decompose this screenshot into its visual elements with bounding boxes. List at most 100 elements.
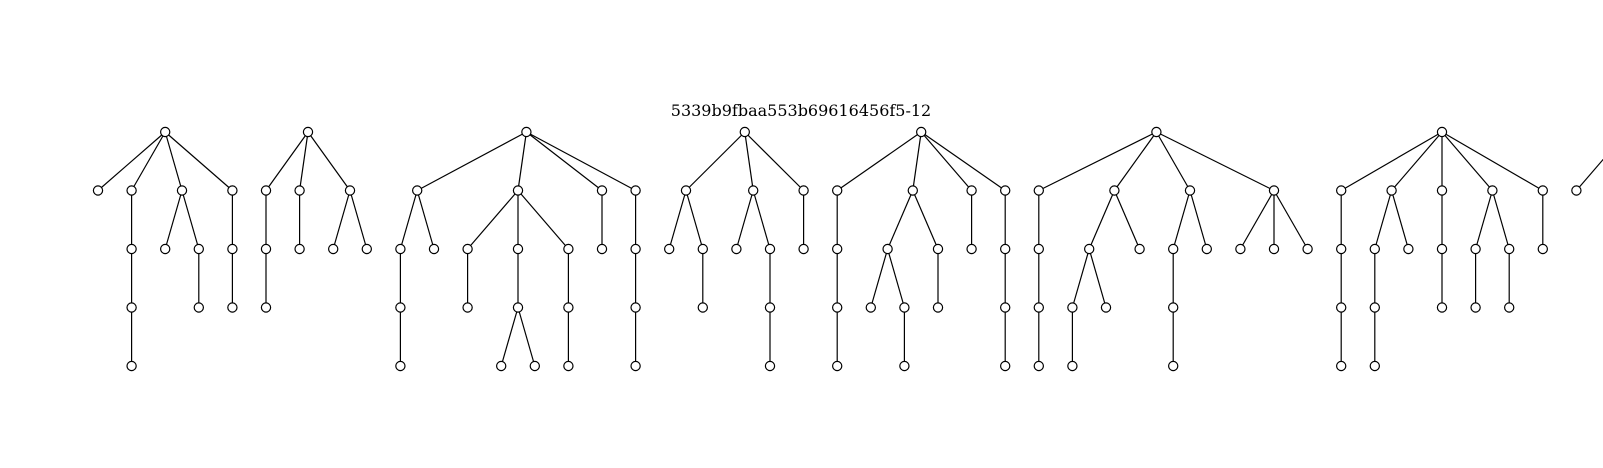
tree-edge: [1374, 190, 1393, 250]
tree-node: [260, 302, 272, 313]
tree-edge: [265, 131, 309, 191]
tree-node: [596, 185, 608, 196]
tree-node: [529, 360, 541, 372]
tree-node: [1000, 243, 1011, 255]
tree-edge: [526, 131, 636, 192]
diagram-title: 5339b9fbaa553b69616456f5-12: [671, 101, 931, 120]
tree-node: [630, 302, 641, 313]
tree-node: [1167, 302, 1179, 313]
tree-edge: [416, 131, 527, 192]
tree-node: [882, 243, 893, 255]
tree-node: [1436, 243, 1448, 255]
tree-node: [1235, 243, 1246, 255]
edges-layer: [97, 131, 1603, 367]
tree-edge: [920, 131, 973, 191]
tree-node: [1369, 360, 1381, 372]
tree-node: [1537, 185, 1549, 196]
tree-node: [1184, 185, 1196, 196]
tree-edge: [668, 190, 687, 250]
tree-edge: [1575, 158, 1603, 191]
tree-node: [966, 243, 977, 255]
tree-node: [1033, 185, 1045, 196]
tree-edge: [1273, 190, 1309, 250]
tree-node: [832, 243, 843, 255]
tree-node: [1470, 302, 1481, 313]
tree-edge: [416, 190, 435, 250]
nodes-layer: [92, 126, 1582, 372]
tree-edge: [517, 131, 527, 191]
tree-node: [1503, 302, 1515, 313]
tree-edge: [1239, 190, 1275, 250]
tree-edge: [1491, 190, 1510, 250]
tree-edge: [1156, 131, 1275, 192]
tree-node: [1369, 243, 1381, 255]
tree-root-node: [1436, 126, 1448, 138]
tree-edge: [1391, 190, 1409, 250]
tree-node: [899, 302, 910, 313]
tree-node: [1369, 302, 1381, 313]
tree-node: [932, 302, 944, 313]
tree-root-node: [159, 126, 171, 138]
tree-node: [294, 243, 305, 255]
tree-node: [1000, 185, 1011, 196]
tree-node: [462, 302, 473, 313]
tree-edge: [97, 131, 166, 191]
tree-edge: [307, 131, 351, 191]
tree-node: [227, 302, 238, 313]
tree-node: [462, 243, 473, 255]
tree-node: [1134, 243, 1145, 255]
tree-node: [1000, 360, 1011, 372]
tree-node: [1033, 360, 1045, 372]
tree-node: [126, 185, 137, 196]
tree-node: [832, 185, 843, 196]
tree-node: [1067, 302, 1078, 313]
tree-node: [1487, 185, 1498, 196]
tree-node: [1302, 243, 1313, 255]
tree-node: [1386, 185, 1397, 196]
tree-node: [1033, 302, 1045, 313]
tree-node: [1436, 185, 1448, 196]
tree-edge: [517, 307, 536, 367]
tree-edge: [1038, 131, 1157, 192]
tree-node: [1083, 243, 1095, 255]
tree-node: [680, 185, 692, 196]
tree-node: [932, 243, 944, 255]
tree-edge: [164, 190, 183, 250]
tree-node: [344, 185, 356, 196]
tree-node: [176, 185, 188, 196]
tree-edge: [164, 131, 233, 191]
tree-node: [1268, 185, 1280, 196]
tree-node: [1403, 243, 1414, 255]
tree-edge: [752, 190, 771, 250]
tree-node: [496, 360, 507, 372]
tree-edge: [500, 307, 519, 367]
tree-node: [361, 243, 372, 255]
tree-node: [412, 185, 423, 196]
tree-node: [395, 360, 406, 372]
tree-edge: [744, 131, 805, 191]
tree-edge: [164, 131, 183, 191]
tree-edge: [399, 190, 418, 250]
tree-node: [126, 360, 137, 372]
tree-edge: [1441, 131, 1493, 191]
tree-node: [428, 243, 440, 255]
tree-root-node: [916, 126, 927, 138]
tree-node: [512, 185, 524, 196]
tree-edge: [181, 190, 200, 250]
tree-node: [159, 243, 171, 255]
tree-node: [1537, 243, 1549, 255]
tree-node: [260, 185, 272, 196]
tree-node: [697, 243, 709, 255]
tree-node: [1100, 302, 1112, 313]
tree-node: [798, 243, 809, 255]
tree-edge: [349, 190, 368, 250]
tree-node: [697, 302, 709, 313]
tree-edge: [1113, 131, 1157, 191]
tree-edge: [526, 131, 603, 191]
tree-edge: [912, 190, 939, 250]
tree-node: [1167, 360, 1179, 372]
tree-node: [764, 302, 776, 313]
tree-node: [1335, 302, 1347, 313]
tree-edge: [517, 190, 569, 250]
tree-edge: [836, 131, 922, 191]
